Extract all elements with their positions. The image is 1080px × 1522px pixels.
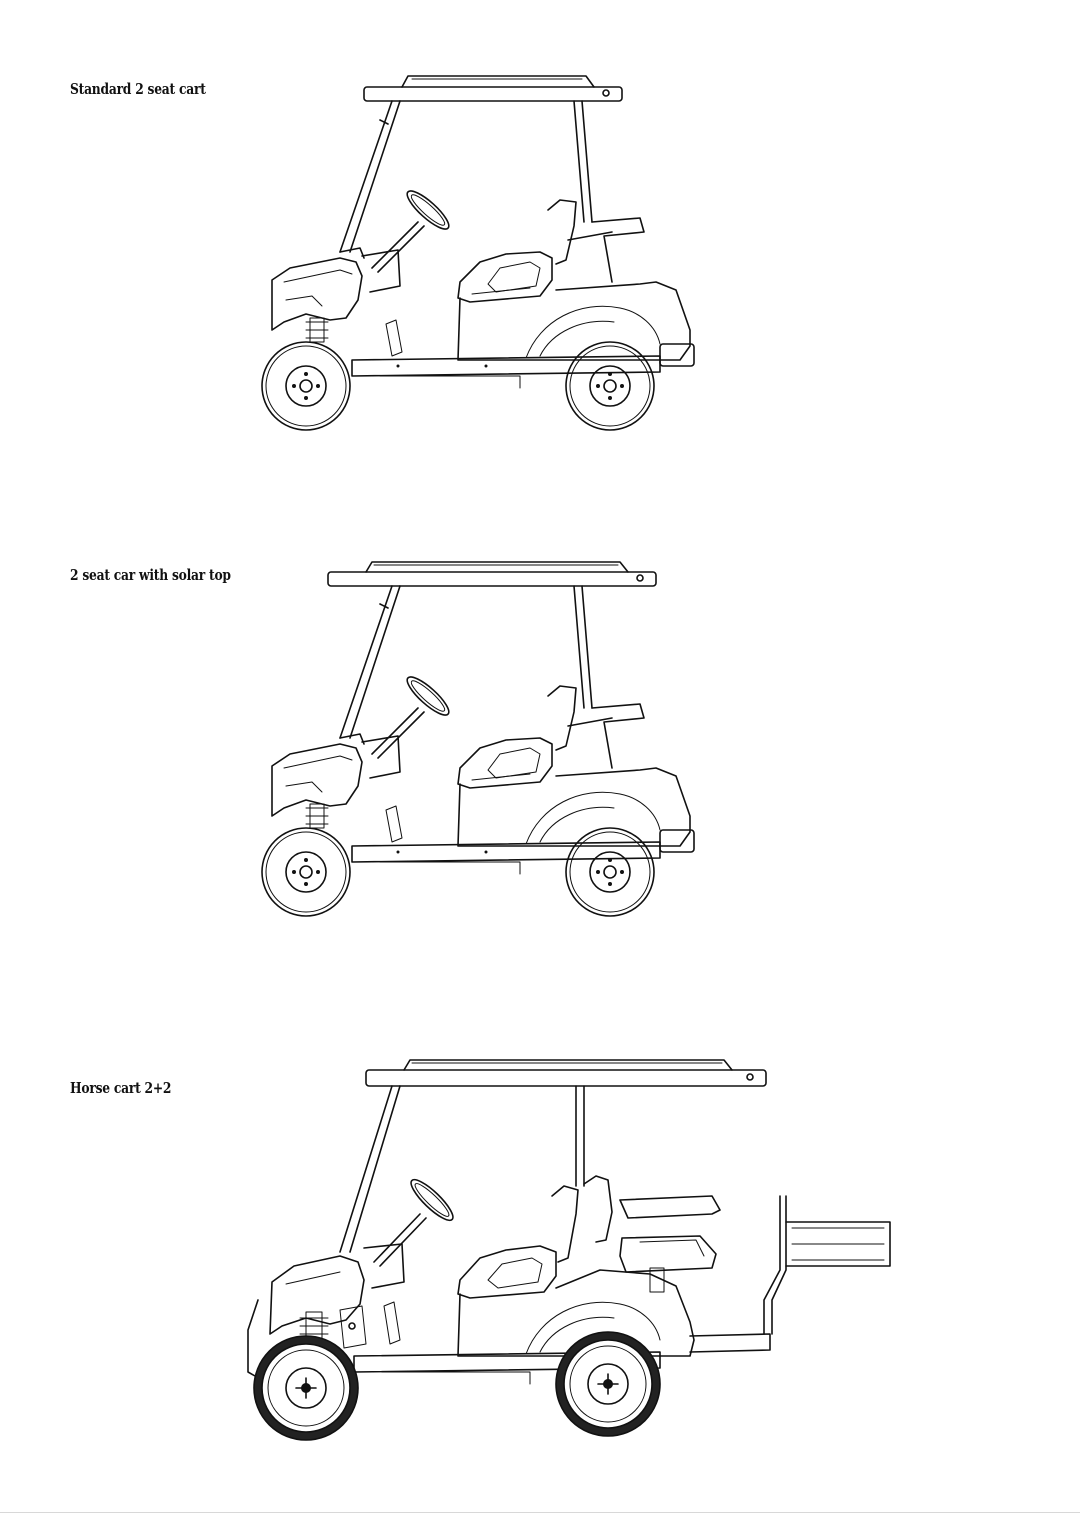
roof-struts (339, 1085, 585, 1253)
rear-body (457, 703, 695, 853)
roof (365, 1059, 767, 1087)
front-body (247, 1243, 405, 1381)
seat (457, 685, 577, 789)
steering (371, 190, 450, 273)
steering (373, 1178, 454, 1267)
cart-drawing-standard-2-seat (261, 75, 695, 431)
solar-roof (327, 561, 657, 587)
front-body (271, 733, 401, 817)
steering (371, 676, 450, 759)
roof (363, 75, 623, 102)
front-wheel (261, 827, 351, 917)
rear-body (457, 217, 695, 367)
front-suspension (305, 803, 403, 843)
roof-struts (339, 100, 593, 253)
front-suspension (305, 317, 403, 357)
rear-seat (583, 1175, 721, 1273)
front-offroad-wheel (253, 1335, 359, 1441)
rear-wheel (565, 341, 655, 431)
rear-wheel (565, 827, 655, 917)
caption-standard-2-seat: Standard 2 seat cart (70, 80, 206, 98)
page-bottom-divider (0, 1512, 1080, 1513)
chassis (351, 355, 661, 389)
caption-horse-cart: Horse cart 2+2 (70, 1079, 172, 1097)
front-body (271, 247, 401, 331)
cart-drawing-horse-cart (247, 1059, 891, 1441)
roof-struts (339, 585, 593, 739)
front-wheel (261, 341, 351, 431)
rear-cargo-rack (689, 1195, 891, 1353)
chassis (351, 841, 661, 875)
front-seat (457, 1185, 579, 1299)
rear-body (457, 1267, 695, 1357)
front-suspension (299, 1301, 401, 1349)
caption-2-seat-solar-top: 2 seat car with solar top (70, 566, 231, 584)
cart-drawing-2-seat-solar-top (261, 561, 695, 917)
rear-offroad-wheel (555, 1331, 661, 1437)
seat (457, 199, 577, 303)
